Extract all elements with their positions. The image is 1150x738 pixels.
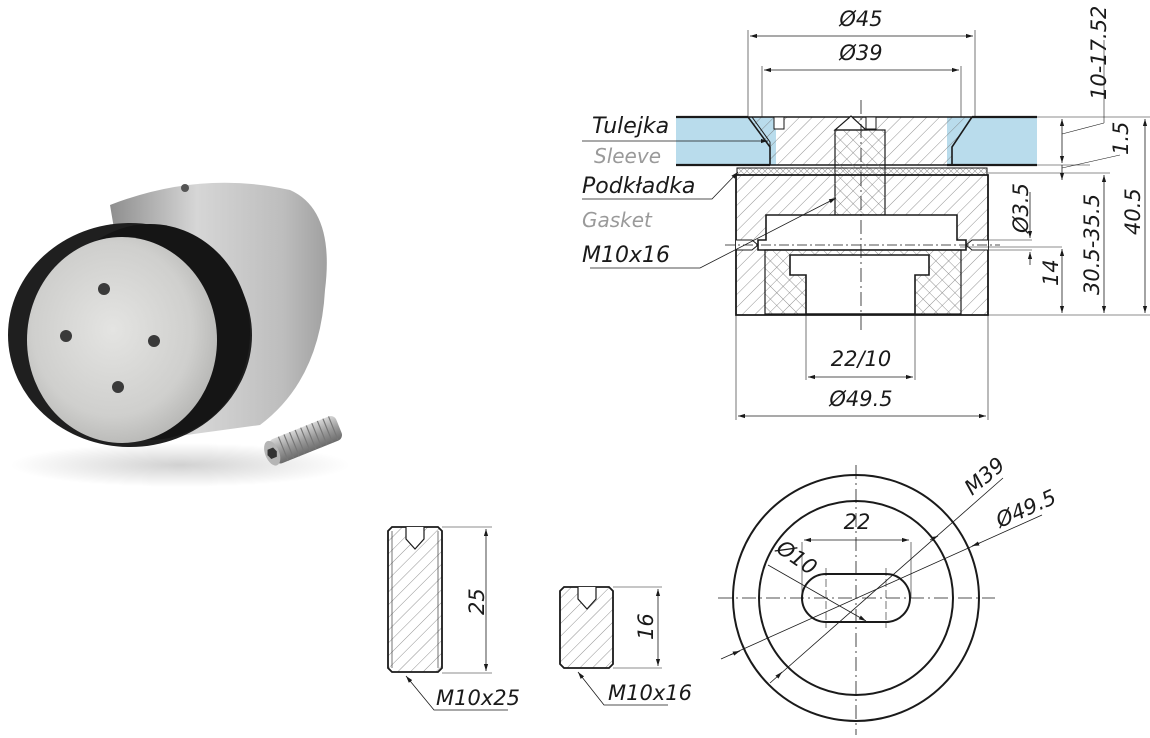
label-gasket-pl: Podkładka [582, 174, 695, 199]
section-view [582, 30, 1150, 420]
dim-height-14: 14 [1039, 259, 1063, 286]
dim-total-height: 40.5 [1121, 188, 1145, 235]
dim-body-height: 30.5-35.5 [1080, 194, 1104, 295]
plan-view [718, 465, 1043, 735]
product-photo-illustration [8, 182, 350, 487]
dim-slot: 22/10 [831, 347, 892, 371]
label-sleeve-en: Sleeve [594, 144, 661, 168]
label-screw: M10x16 [582, 243, 670, 268]
screw-2-label: M10x16 [608, 681, 692, 705]
label-gasket-en: Gasket [582, 208, 653, 232]
dim-outer-diameter: Ø45 [838, 7, 882, 31]
screw-m10x25 [387, 526, 508, 711]
screw-2-length: 16 [634, 613, 658, 640]
dim-hole-diameter: Ø3.5 [1009, 183, 1033, 234]
screw-1-length: 25 [465, 588, 489, 615]
product-photo [0, 150, 400, 500]
label-sleeve-pl: Tulejka [592, 114, 669, 139]
screw-m10x16 [559, 586, 668, 706]
dim-inner-diameter: Ø39 [838, 41, 882, 65]
dim-glass-thickness: 10-17.52 [1087, 6, 1111, 100]
dim-gasket-thickness: 1.5 [1109, 122, 1133, 155]
plan-dim-slot-width: Ø10 [771, 535, 821, 580]
plan-dim-thread: M39 [960, 453, 1010, 500]
screw-1-label: M10x25 [436, 686, 520, 710]
plan-dim-outer: Ø49.5 [991, 485, 1059, 533]
dim-bottom-diameter: Ø49.5 [828, 387, 892, 411]
plan-dim-slot-length: 22 [844, 510, 871, 534]
